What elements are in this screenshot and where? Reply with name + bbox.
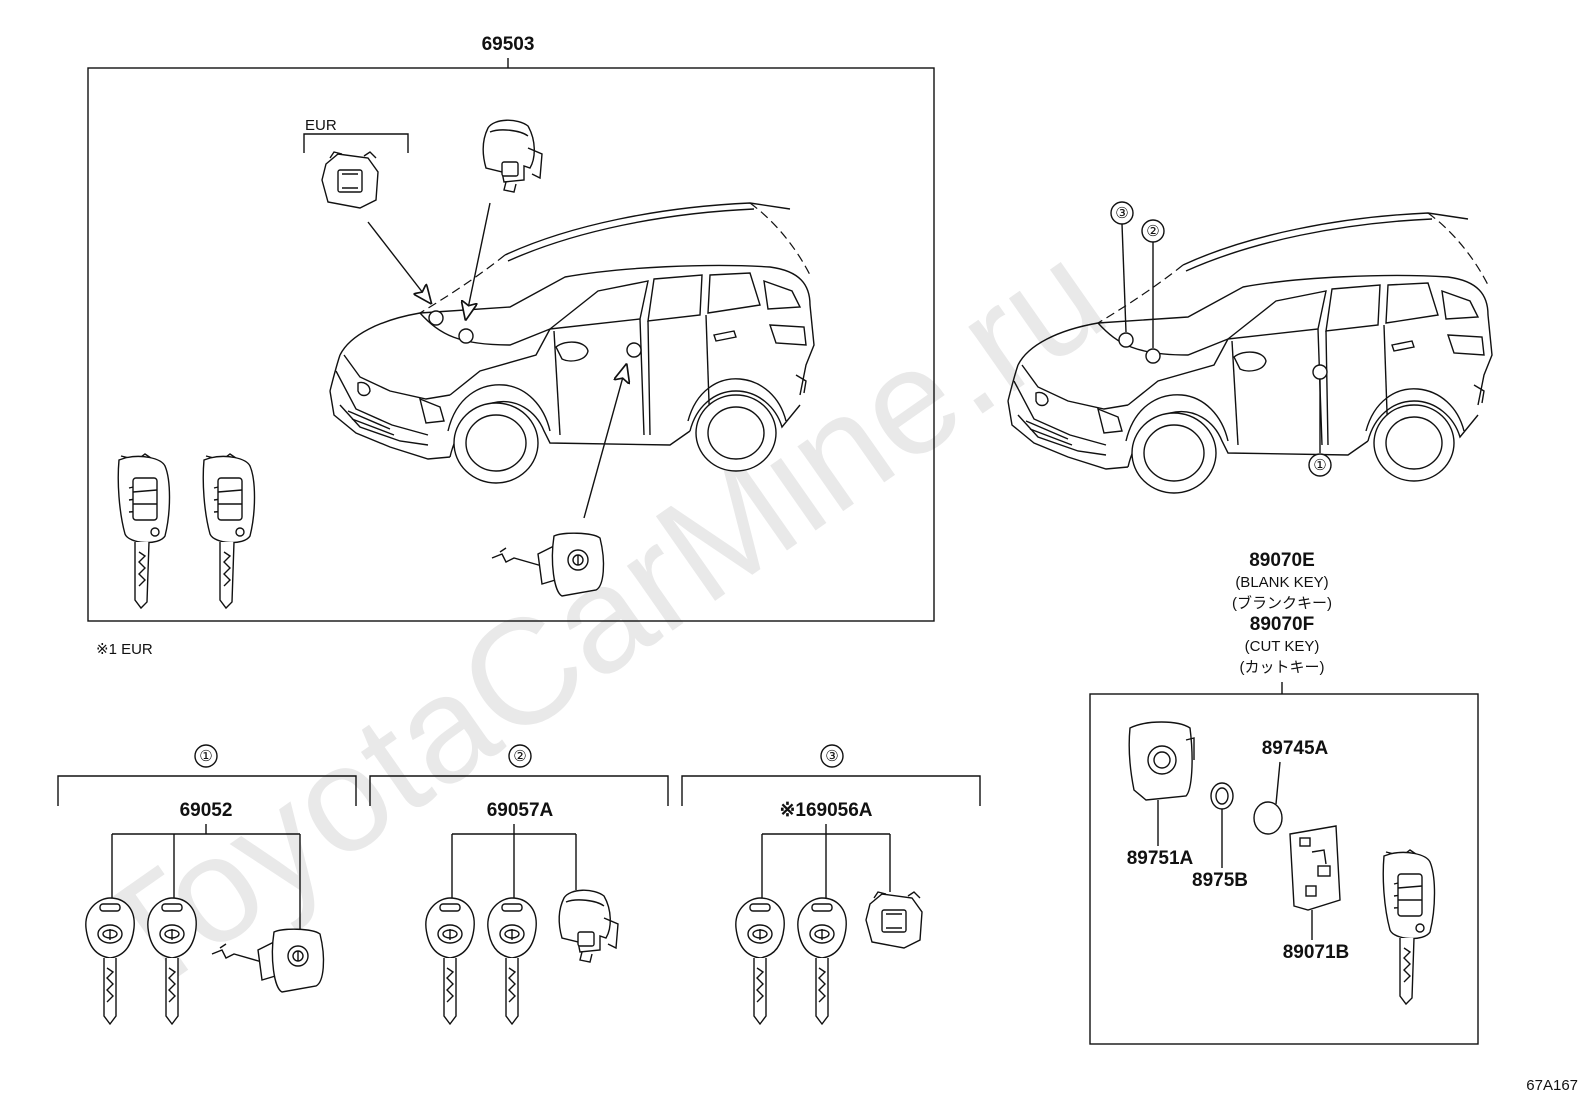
remote-key-2[interactable] [202,453,256,609]
group-3-key-1[interactable] [735,897,785,1025]
svg-text:③: ③ [825,747,838,765]
main-assembly-box [87,67,935,622]
location-marker-door [626,342,642,358]
circuit-board-89071B[interactable] [1289,825,1341,911]
svg-text:③: ③ [1115,204,1128,222]
location-marker-3 [1118,332,1134,348]
main-assembly-part-number[interactable]: 69503 [482,34,535,55]
cut-key-part-number[interactable]: 89070F [1250,614,1314,635]
battery-89745A[interactable] [1253,801,1283,835]
cut-key-label-en: (CUT KEY) [1245,638,1320,655]
location-marker-1 [1312,364,1328,380]
svg-text:①: ① [1313,456,1326,474]
part-89071B[interactable]: 89071B [1283,942,1350,963]
location-marker-2 [1145,348,1161,364]
callout-1-bottom[interactable] [1308,453,1332,477]
part-89745A[interactable]: 89745A [1262,738,1329,759]
eur-label: EUR [305,117,337,134]
part-8975B[interactable]: 8975B [1192,870,1248,891]
vehicle-illustration [329,202,815,484]
group-1: ① 69052 [57,744,357,1025]
key-kit-box [1089,693,1479,1045]
group-3-glove-box-cylinder[interactable] [865,891,923,949]
group-3-key-2[interactable] [797,897,847,1025]
group-2-callout[interactable] [508,744,532,768]
location-marker-glove-box [428,310,444,326]
key-shell-89751A[interactable] [1128,721,1195,801]
group-3-callout[interactable] [820,744,844,768]
kit-remote-key[interactable] [1382,849,1436,1005]
group-3: ③ ※169056A [681,744,981,1025]
svg-text:②: ② [1146,222,1159,240]
location-diagram: ③ ② ① [1007,201,1493,494]
group-1-part-number[interactable]: 69052 [180,800,233,821]
group-2-part-number[interactable]: 69057A [487,800,554,821]
group-3-part-number[interactable]: ※169056A [779,800,872,821]
group-2-ignition-cylinder[interactable] [558,889,619,963]
blank-key-label-jp: (ブランクキー) [1232,594,1332,612]
cap-8975B[interactable] [1210,782,1234,810]
ignition-cylinder[interactable] [482,119,543,193]
key-kit-section: 89070E (BLANK KEY) (ブランクキー) 89070F (CUT … [1089,550,1479,1045]
svg-text:①: ① [199,747,212,765]
blank-key-label-en: (BLANK KEY) [1235,574,1328,591]
remote-key-1[interactable] [117,453,171,609]
cut-key-label-jp: (カットキー) [1240,659,1325,676]
part-89751A[interactable]: 89751A [1127,848,1194,869]
glove-box-lock-cylinder[interactable] [321,151,379,209]
group-1-callout[interactable] [194,744,218,768]
location-marker-ignition [458,328,474,344]
svg-text:②: ② [513,747,526,765]
group-2: ② 69057A [369,744,669,1025]
eur-bracket [303,133,409,153]
group-2-key-2[interactable] [487,897,537,1025]
diagram-code: 67A167 [1526,1077,1578,1094]
group-2-key-1[interactable] [425,897,475,1025]
main-assembly-section: 69503 EUR [87,34,935,622]
blank-key-part-number[interactable]: 89070E [1249,550,1315,571]
footnote: ※1 EUR [96,641,153,658]
